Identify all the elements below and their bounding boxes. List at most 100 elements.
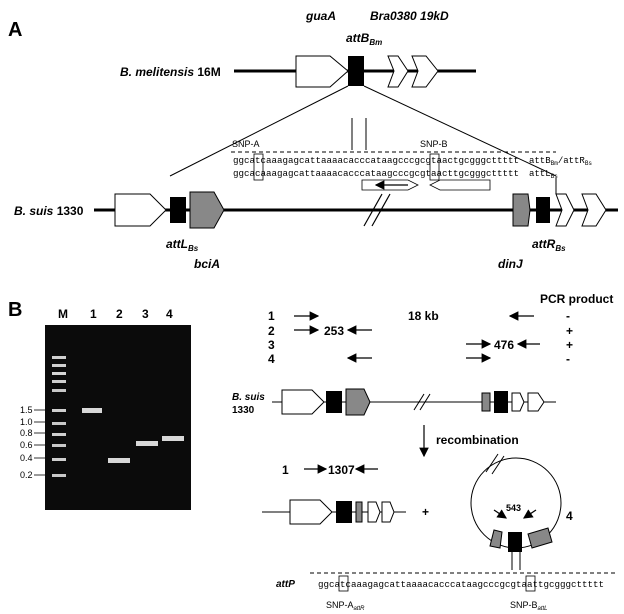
snp-b-attL-label: SNP-BattL — [510, 600, 548, 612]
melitensis-strain-label: B. melitensis 16M — [120, 65, 221, 79]
gene-bra0380-label: Bra0380 19kD — [370, 9, 449, 23]
suis-map-gene-small-1 — [511, 392, 525, 412]
pcr-row-2-value: 253 — [324, 324, 344, 338]
dinJ-label: dinJ — [498, 257, 523, 271]
attP-sequence: ggcatcaaagagcattaaaacacccataagcccgcgtaat… — [318, 580, 604, 590]
attL-bs-label: attLBs — [166, 237, 199, 253]
size-marker-0.2: 0.2 — [20, 470, 33, 480]
gel-lane-label-m: M — [58, 307, 68, 321]
circle-product-value: 543 — [506, 503, 521, 513]
product-1-gene-small-1 — [367, 501, 381, 523]
suis-gene-arrow-3 — [581, 193, 607, 227]
gel-lane-label-2: 2 — [116, 307, 123, 321]
attB-bm-block — [348, 56, 364, 86]
dinJ-gene-arrow — [512, 193, 531, 227]
size-marker-0.8: 0.8 — [20, 428, 33, 438]
circle-dinJ-block — [489, 529, 503, 549]
gel-band-lane-1 — [82, 408, 102, 413]
pcr-row-3-result: + — [566, 338, 573, 352]
pcr-row-1-label: 1 — [268, 309, 275, 323]
suis-map-gene-arrow — [281, 389, 325, 415]
bciA-label: bciA — [194, 257, 220, 271]
product-1-black-block — [336, 501, 352, 523]
size-marker-0.4: 0.4 — [20, 453, 33, 463]
recombination-label: recombination — [436, 433, 519, 447]
suis-map-label-2: 1330 — [232, 405, 255, 416]
attL-bs-seq-label: attLBs — [529, 169, 558, 180]
attB-attR-label: attBBm/attRBs — [529, 156, 592, 167]
circle-break-2 — [491, 455, 505, 475]
snp-a-box — [253, 153, 264, 181]
pcr-row-4-result: - — [566, 352, 570, 366]
break-mark-1 — [363, 193, 383, 227]
gel-band-lane-3 — [136, 441, 158, 446]
suis-gene-arrow-2 — [555, 193, 575, 227]
sequence-bottom: ggcacaaagagcattaaaacacccataagcccgcgtaact… — [233, 169, 519, 179]
size-marker-1.5: 1.5 — [20, 405, 33, 415]
size-marker-0.6: 0.6 — [20, 440, 33, 450]
zoom-line-left — [169, 85, 349, 177]
gel-lane-label-3: 3 — [142, 307, 149, 321]
snp-b-label: SNP-B — [420, 139, 448, 149]
circle-arrow-left — [493, 509, 507, 519]
product-1-label: 1 — [282, 463, 289, 477]
gel-band-lane-4 — [162, 436, 184, 441]
suis-gene-arrow-1 — [114, 193, 167, 227]
pcr-row-3-value: 476 — [494, 338, 514, 352]
suis-map-attL-block — [326, 391, 342, 413]
product-1-gene-arrow — [289, 499, 333, 525]
zoom-line-right — [363, 85, 557, 177]
gel-lane-label-1: 1 — [90, 307, 97, 321]
attR-bs-label: attRBs — [532, 237, 566, 253]
attP-label: attP — [276, 579, 295, 590]
pcr-row-2-result: + — [566, 324, 573, 338]
suis-map-label-1: B. suis — [232, 392, 265, 403]
19kD-gene-arrow — [411, 55, 439, 88]
size-marker-1.0: 1.0 — [20, 417, 33, 427]
suis-map-bciA-arrow — [345, 388, 371, 416]
circle-break-1 — [485, 453, 499, 473]
pcr-product-header: PCR product — [540, 292, 613, 306]
attB-bm-label: attBBm — [346, 31, 382, 47]
bra0380-gene-arrow — [387, 55, 409, 88]
pcr-row-2-label: 2 — [268, 324, 275, 338]
gel-image — [45, 325, 191, 510]
attL-bs-block — [170, 197, 186, 223]
gel-lane-label-4: 4 — [166, 307, 173, 321]
product-1-gray-block — [355, 501, 363, 523]
guaA-gene-arrow — [295, 55, 349, 88]
marker-ladder — [52, 356, 66, 477]
attP-snp-b-box — [525, 575, 536, 592]
suis-map-break-2 — [419, 393, 431, 411]
circle-att-block — [508, 532, 522, 552]
suis-map-gene-small-2 — [527, 392, 545, 412]
sequence-top: ggcatcaaagagcattaaaacacccataagcccgcgtaac… — [233, 156, 519, 166]
pcr-row-3-label: 3 — [268, 338, 275, 352]
pcr-row-1-value: 18 kb — [408, 309, 439, 323]
suis-map-dinJ — [481, 392, 491, 412]
snp-a-label: SNP-A — [232, 139, 260, 149]
primer-arrow-left — [429, 179, 491, 191]
suis-map-break-1 — [413, 393, 425, 411]
plus-sign: + — [422, 505, 429, 519]
break-mark-2 — [371, 193, 391, 227]
circle-label-4: 4 — [566, 509, 573, 523]
panel-b-label: B — [8, 299, 22, 321]
pcr-row-4-label: 4 — [268, 352, 275, 366]
snp-b-box — [429, 153, 440, 181]
circle-arrow-right — [523, 509, 537, 519]
attR-bs-block — [536, 197, 550, 223]
snp-a-attR-label: SNP-AattR — [326, 600, 365, 612]
circle-bciA-block — [527, 527, 553, 549]
suis-map-attR-block — [494, 391, 508, 413]
bciA-gene-arrow — [189, 191, 225, 229]
pcr-row-1-result: - — [566, 309, 570, 323]
product-1-gene-small-2 — [381, 501, 395, 523]
product-1-value: 1307 — [328, 463, 355, 477]
attP-snp-a-box — [338, 575, 349, 592]
suis-strain-label: B. suis 1330 — [14, 204, 84, 218]
gene-guaA-label: guaA — [305, 9, 336, 23]
gel-band-lane-2 — [108, 458, 130, 463]
panel-a-label: A — [8, 19, 22, 41]
